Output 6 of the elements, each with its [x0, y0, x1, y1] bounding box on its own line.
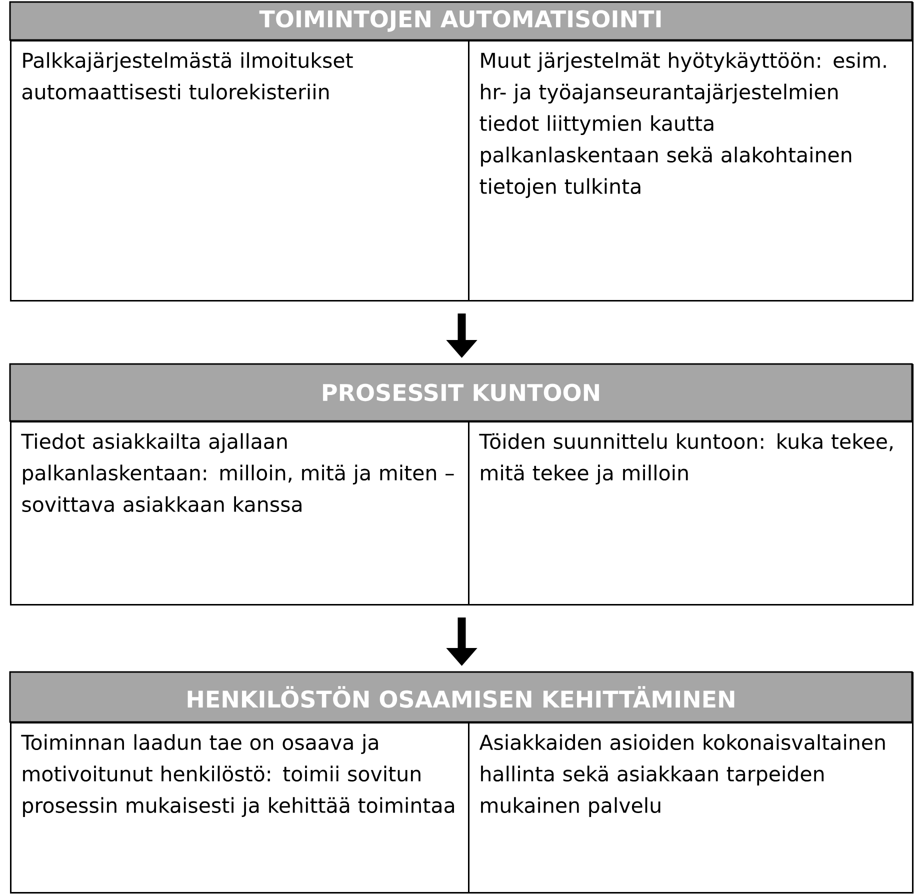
- text-cell: Töiden suunnittelu kuntoon: kuka tekee, mitä tekee ja milloin: [468, 420, 914, 606]
- text-cell: Palkkajärjestelmästä ilmoitukset automaattisesti tulorekisteriin: [10, 40, 470, 302]
- text-cell: Tiedot asiakkailta ajallaan palkanlaskentaan: milloin, mitä ja miten – sovittava asiakkaan kanssa: [10, 420, 470, 606]
- text-cell: Asiakkaiden asioiden kokonaisvaltainen hallinta sekä asiakkaan tarpeiden mukainen palvelu: [468, 722, 914, 894]
- text-cell: Toiminnan laadun tae on osaava ja motivoitunut henkilöstö: toimii sovitun prosessin mukaisesti ja kehittää toimintaa: [10, 722, 470, 894]
- text-cell: Muut järjestelmät hyötykäyttöön: esim. hr- ja työajanseurantajärjestelmien tiedot liittymien kautta palkanlaskentaan sekä alakohtainen tietojen tulkinta: [468, 40, 914, 302]
